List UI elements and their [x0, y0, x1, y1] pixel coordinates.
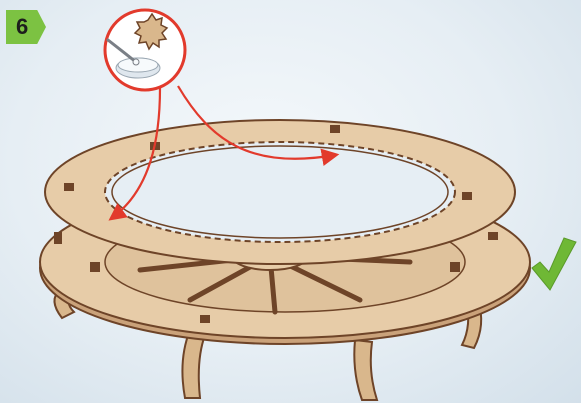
green-checkmark-icon — [532, 238, 576, 290]
glue-callout — [105, 10, 185, 90]
